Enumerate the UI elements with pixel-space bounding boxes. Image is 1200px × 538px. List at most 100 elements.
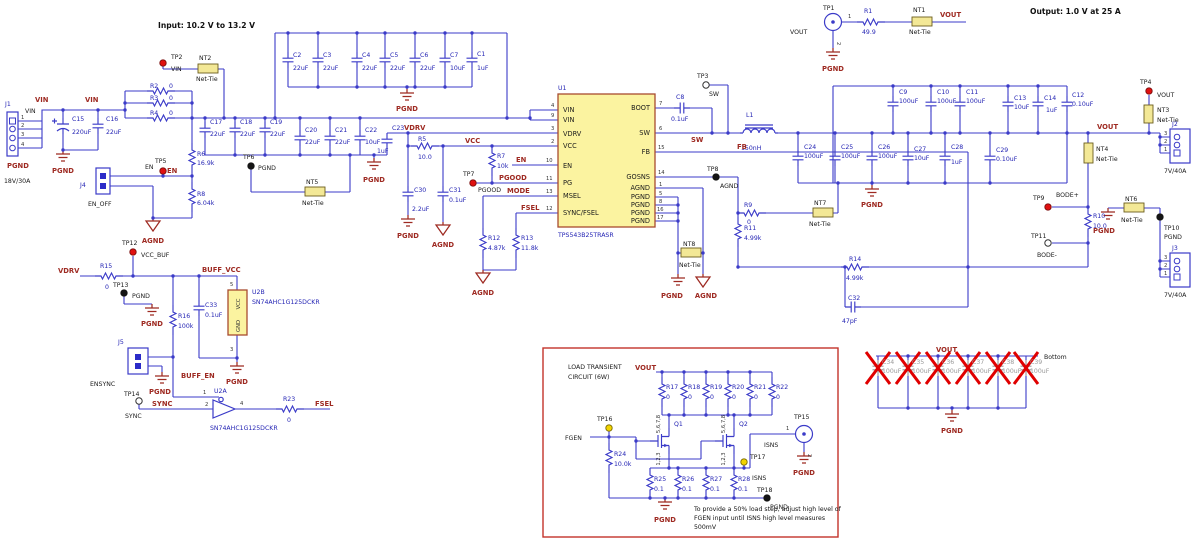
tp1-pin1: 1 (848, 14, 851, 20)
c15-val: 220uF (72, 129, 92, 136)
tp15-pin1: 1 (786, 426, 789, 432)
u2b-part: SN74AHC1G125DCKR (252, 299, 320, 306)
c4-val: 22uF (362, 65, 378, 72)
j1-pin2: 2 (21, 123, 24, 129)
testpoint-tp10 (1156, 213, 1164, 221)
q2-ref: Q2 (739, 421, 748, 428)
u1-num-17: 17 (657, 215, 664, 221)
j5-ref: J5 (117, 339, 124, 346)
fb-label: FB (737, 143, 747, 151)
u1-pin-syncfsel: SYNC/FSEL (563, 209, 599, 217)
u1-num-1: 1 (659, 182, 662, 188)
c24-val: 100uF (804, 153, 824, 160)
r21-val: 0 (754, 394, 758, 401)
c5-ref: C5 (390, 52, 398, 59)
c14-val: 1uF (1046, 107, 1058, 114)
j2-connector (1169, 128, 1191, 164)
capacitor-c20 (293, 129, 307, 147)
tp18-ref: TP18 (756, 487, 772, 494)
r27-ref: R27 (710, 476, 722, 483)
pgnd-c22: PGND (363, 176, 385, 184)
nt3-ref: NT3 (1157, 107, 1169, 114)
testpoint-tp2 (159, 59, 167, 67)
tp14-ref: TP14 (123, 391, 139, 398)
c11-ref: C11 (966, 89, 978, 96)
nt4-ref: NT4 (1096, 146, 1108, 153)
u1-num-3: 3 (551, 126, 554, 132)
c34-ref: C34 (882, 359, 894, 366)
r21-ref: R21 (754, 384, 766, 391)
u1-part: TPS543B25TRASR (557, 232, 614, 239)
u1-pin-vdrv: VDRV (563, 130, 582, 138)
u2b-pin5: 5 (230, 282, 233, 288)
capacitor-c17 (198, 121, 212, 139)
testpoint-tp3 (702, 81, 710, 89)
capacitor-c22 (353, 129, 367, 147)
pgnd-icon (154, 371, 170, 384)
bode-minus: BODE- (1037, 252, 1057, 259)
u1-num-14: 14 (658, 170, 665, 176)
j3-pin1: 1 (1164, 271, 1167, 277)
fgen-label: FGEN (565, 435, 582, 442)
nettie-nt3 (1143, 104, 1154, 124)
c35-ref: C35 (912, 359, 924, 366)
agnd-c31: AGND (432, 241, 455, 249)
u1-num-11: 11 (546, 176, 553, 182)
tp8-ref: TP8 (706, 166, 719, 173)
q1-pins-top: 5,6,7,8 (656, 415, 662, 433)
testpoint-tp1 (823, 12, 843, 32)
q1-ref: Q1 (674, 421, 683, 428)
nt1-label: Net-Tie (909, 29, 931, 36)
r11-ref: R11 (744, 225, 756, 232)
c20-val: 22uF (305, 139, 321, 146)
nettie-nt1 (911, 16, 933, 27)
u1-pin-en: EN (563, 162, 572, 170)
nt5-ref: NT5 (306, 179, 318, 186)
fsel2-label: FSEL (315, 400, 334, 408)
c8-ref: C8 (676, 94, 684, 101)
resistor-r28 (730, 467, 738, 499)
r3-val: 0 (169, 95, 173, 102)
pgnd-u2b: PGND (226, 378, 248, 386)
capacitor-c6 (408, 51, 422, 69)
testpoint-tp4 (1145, 87, 1153, 95)
vin-label-1: VIN (35, 96, 49, 104)
test-points (120, 12, 1164, 502)
tp9-ref: TP9 (1032, 195, 1045, 202)
isns-label: ISNS (764, 442, 778, 449)
u1-pin-sw: SW (639, 129, 650, 137)
agnd-r8: AGND (142, 237, 165, 245)
nt6-label: Net-Tie (1121, 217, 1143, 224)
u1-pin-pgnd8: PGND (631, 201, 650, 209)
j1-pgnd: PGND (7, 162, 29, 170)
tp1-pin2: 2 (835, 42, 841, 45)
tp10-ref: TP10 (1163, 225, 1179, 232)
c15-ref: C15 (72, 116, 84, 123)
resistor-r20 (724, 376, 732, 408)
tp13-ref: TP13 (112, 282, 128, 289)
c12-ref: C12 (1072, 92, 1084, 99)
testpoint-tp9 (1044, 203, 1052, 211)
c8-val: 0.1uF (671, 116, 689, 123)
capacitor-c9 (886, 95, 900, 113)
c29-ref: C29 (996, 147, 1008, 154)
testpoint-tp16 (605, 424, 613, 432)
mode-label: MODE (507, 187, 530, 195)
u1-num-9: 9 (551, 113, 554, 119)
resistor-r6 (188, 142, 196, 174)
tp18-net: PGND (770, 504, 788, 511)
capacitor-c18 (228, 121, 242, 139)
c29-val: 0.10uF (996, 156, 1018, 163)
pgnd-j5: PGND (149, 388, 171, 396)
pgood-label: PGOOD (499, 174, 527, 182)
r6-ref: R6 (197, 151, 205, 158)
testpoint-tp12 (129, 248, 137, 256)
c25-val: 100uF (841, 153, 861, 160)
agnd-icon (435, 221, 451, 236)
u1-pin-pgnd16: PGND (631, 209, 650, 217)
u2a-ref: U2A (214, 388, 227, 395)
c39-ref: C39 (1030, 359, 1042, 366)
pgnd-icon (400, 214, 416, 227)
r15-val: 0 (105, 284, 109, 291)
l1-val: 150nH (741, 145, 762, 152)
